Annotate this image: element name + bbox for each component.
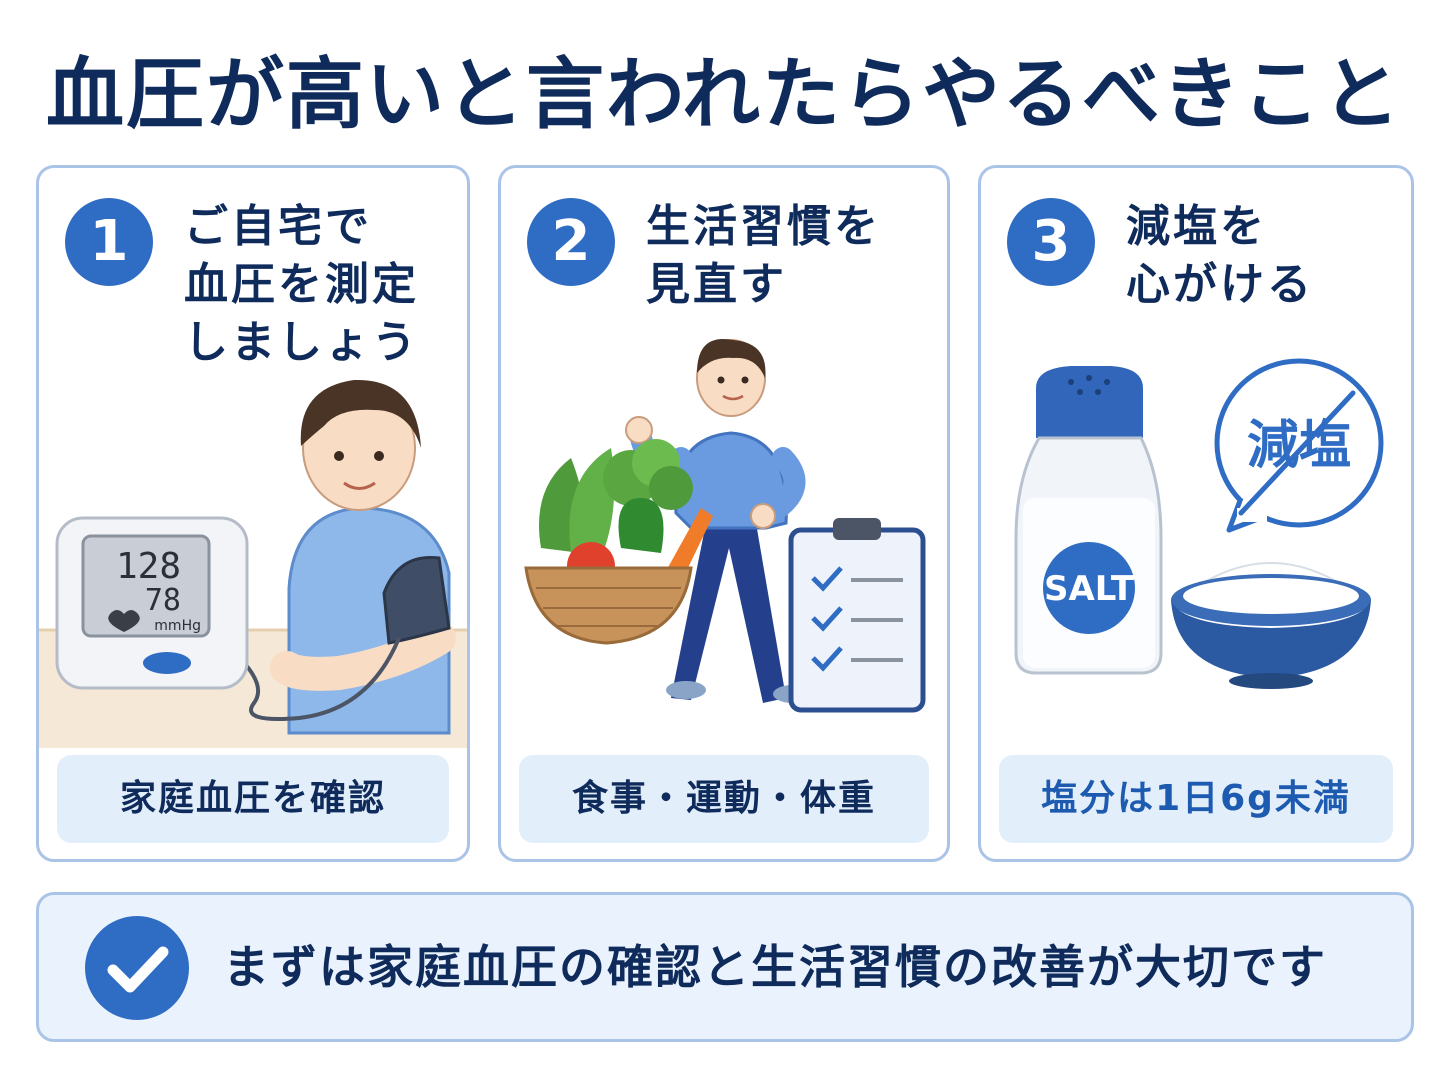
salt-bowl-icon <box>1171 562 1371 689</box>
person-icon <box>270 379 456 735</box>
step-heading: 生活習慣を 見直す <box>646 198 881 314</box>
diastolic-reading: 78 <box>145 583 181 618</box>
step-heading-line: 減塩を <box>1126 201 1267 252</box>
step-heading: 減塩を 心がける <box>1126 198 1314 314</box>
page-title: 血圧が高いと言われたらやるべきこと <box>45 50 1403 140</box>
step-heading-line: 見直す <box>646 259 787 310</box>
step-summary-label: 塩分は1日6g未満 <box>999 755 1393 843</box>
step-number-badge: 2 <box>527 198 615 286</box>
step-card-2: 2 生活習慣を 見直す <box>498 165 950 862</box>
bubble-text: 減塩 <box>1247 416 1351 476</box>
shaker-label: SALT <box>1044 569 1135 609</box>
unit-label: mmHg <box>154 618 201 634</box>
checklist-clipboard-icon <box>788 518 926 713</box>
check-icon <box>85 916 189 1020</box>
step-heading-line: ご自宅で <box>184 201 372 252</box>
step-card-3: 3 減塩を 心がける 減塩 SALT <box>978 165 1414 862</box>
salt-reduction-illustration: 減塩 SALT <box>1014 358 1384 689</box>
systolic-reading: 128 <box>116 546 181 587</box>
blood-pressure-measurement-illustration: 128 78 mmHg <box>39 379 467 748</box>
step-heading-line: 心がける <box>1126 259 1314 310</box>
blood-pressure-monitor-icon: 128 78 mmHg <box>55 516 249 690</box>
step-number-badge: 3 <box>1007 198 1095 286</box>
step-heading-line: 血圧を測定 <box>184 259 419 310</box>
lifestyle-illustration <box>524 338 926 748</box>
step-heading-line: 生活習慣を <box>646 201 881 252</box>
step-summary-label: 家庭血圧を確認 <box>57 755 449 843</box>
step-heading-line: しましょう <box>184 317 419 368</box>
step-card-1: 1 ご自宅で 血圧を測定 しましょう 128 <box>36 165 470 862</box>
summary-text: まずは家庭血圧の確認と生活習慣の改善が大切です <box>223 940 1327 994</box>
summary-banner: まずは家庭血圧の確認と生活習慣の改善が大切です <box>36 892 1414 1042</box>
speech-bubble-icon: 減塩 <box>1214 358 1384 533</box>
salt-shaker-icon: SALT <box>1014 366 1163 675</box>
step-number-badge: 1 <box>65 198 153 286</box>
step-heading: ご自宅で 血圧を測定 しましょう <box>184 198 419 372</box>
step-summary-label: 食事・運動・体重 <box>519 755 929 843</box>
vegetable-basket-icon <box>524 439 713 645</box>
